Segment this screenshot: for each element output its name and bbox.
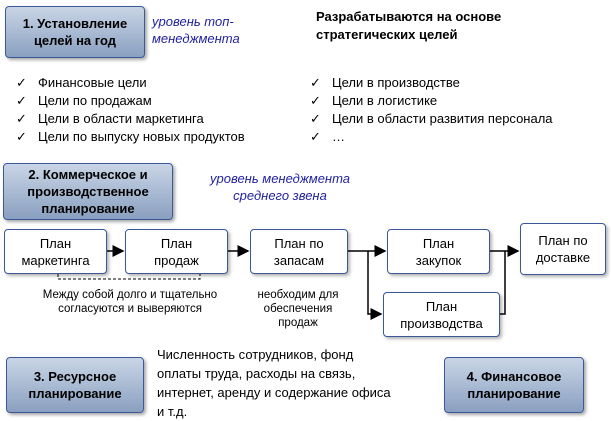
developed-caption: Разрабатываются на основе стратегических… [316, 9, 502, 42]
check-icon: ✓ [16, 129, 27, 144]
plan-purchase-box: План закупок [387, 229, 490, 274]
list-item: ✓Цели в области развития персонала [310, 111, 553, 126]
arrow-production-delivery [500, 251, 506, 315]
check-icon: ✓ [310, 111, 321, 126]
stage-1-box: 1. Установление целей на год [5, 6, 145, 58]
check-icon: ✓ [310, 75, 321, 90]
plan-delivery-box: План по доставке [520, 223, 606, 275]
stage-2-level-note: уровень менеджмента среднего звена [209, 171, 350, 203]
list-item: ✓Финансовые цели [16, 75, 147, 90]
list-item: ✓Цели в области маркетинга [16, 111, 204, 126]
resources-description: Численность сотрудников, фонд оплаты тру… [157, 347, 391, 419]
stage-3-box: 3. Ресурсное планирование [6, 357, 144, 413]
check-icon: ✓ [16, 75, 27, 90]
goals-right-list: ✓Цели в производстве ✓Цели в логистике ✓… [310, 74, 553, 146]
coordination-bracket [57, 274, 201, 280]
stage-1-level-note: уровень топ-менеджмента [152, 14, 240, 46]
coordination-note: Между собой долго и тщательно согласуютс… [42, 289, 218, 315]
stage-1-title: 1. Установление целей на год [22, 16, 128, 48]
plan-stock-box: План по запасам [250, 229, 348, 274]
stage-2-title: 2. Коммерческое и производственное плани… [27, 167, 149, 216]
list-item: ✓… [310, 129, 345, 144]
stock-purpose-note: необходим для обеспечения продаж [257, 289, 339, 329]
stage-4-box: 4. Финансовое планирование [444, 357, 584, 413]
plan-marketing-box: План маркетинга [4, 229, 107, 274]
stage-4-title: 4. Финансовое планирование [466, 369, 562, 401]
plan-sales-box: План продаж [125, 229, 228, 274]
list-item: ✓Цели в производстве [310, 75, 460, 90]
check-icon: ✓ [16, 111, 27, 126]
goals-left-list: ✓Финансовые цели ✓Цели по продажам ✓Цели… [16, 74, 245, 146]
list-item: ✓Цели по продажам [16, 93, 152, 108]
list-item: ✓Цели по выпуску новых продуктов [16, 129, 245, 144]
list-item: ✓Цели в логистике [310, 93, 438, 108]
plan-production-box: План производства [383, 292, 500, 337]
check-icon: ✓ [310, 129, 321, 144]
arrow-stock-production [367, 251, 383, 320]
check-icon: ✓ [310, 93, 321, 108]
stage-3-title: 3. Ресурсное планирование [28, 369, 122, 401]
check-icon: ✓ [16, 93, 27, 108]
stage-2-box: 2. Коммерческое и производственное плани… [3, 163, 173, 220]
